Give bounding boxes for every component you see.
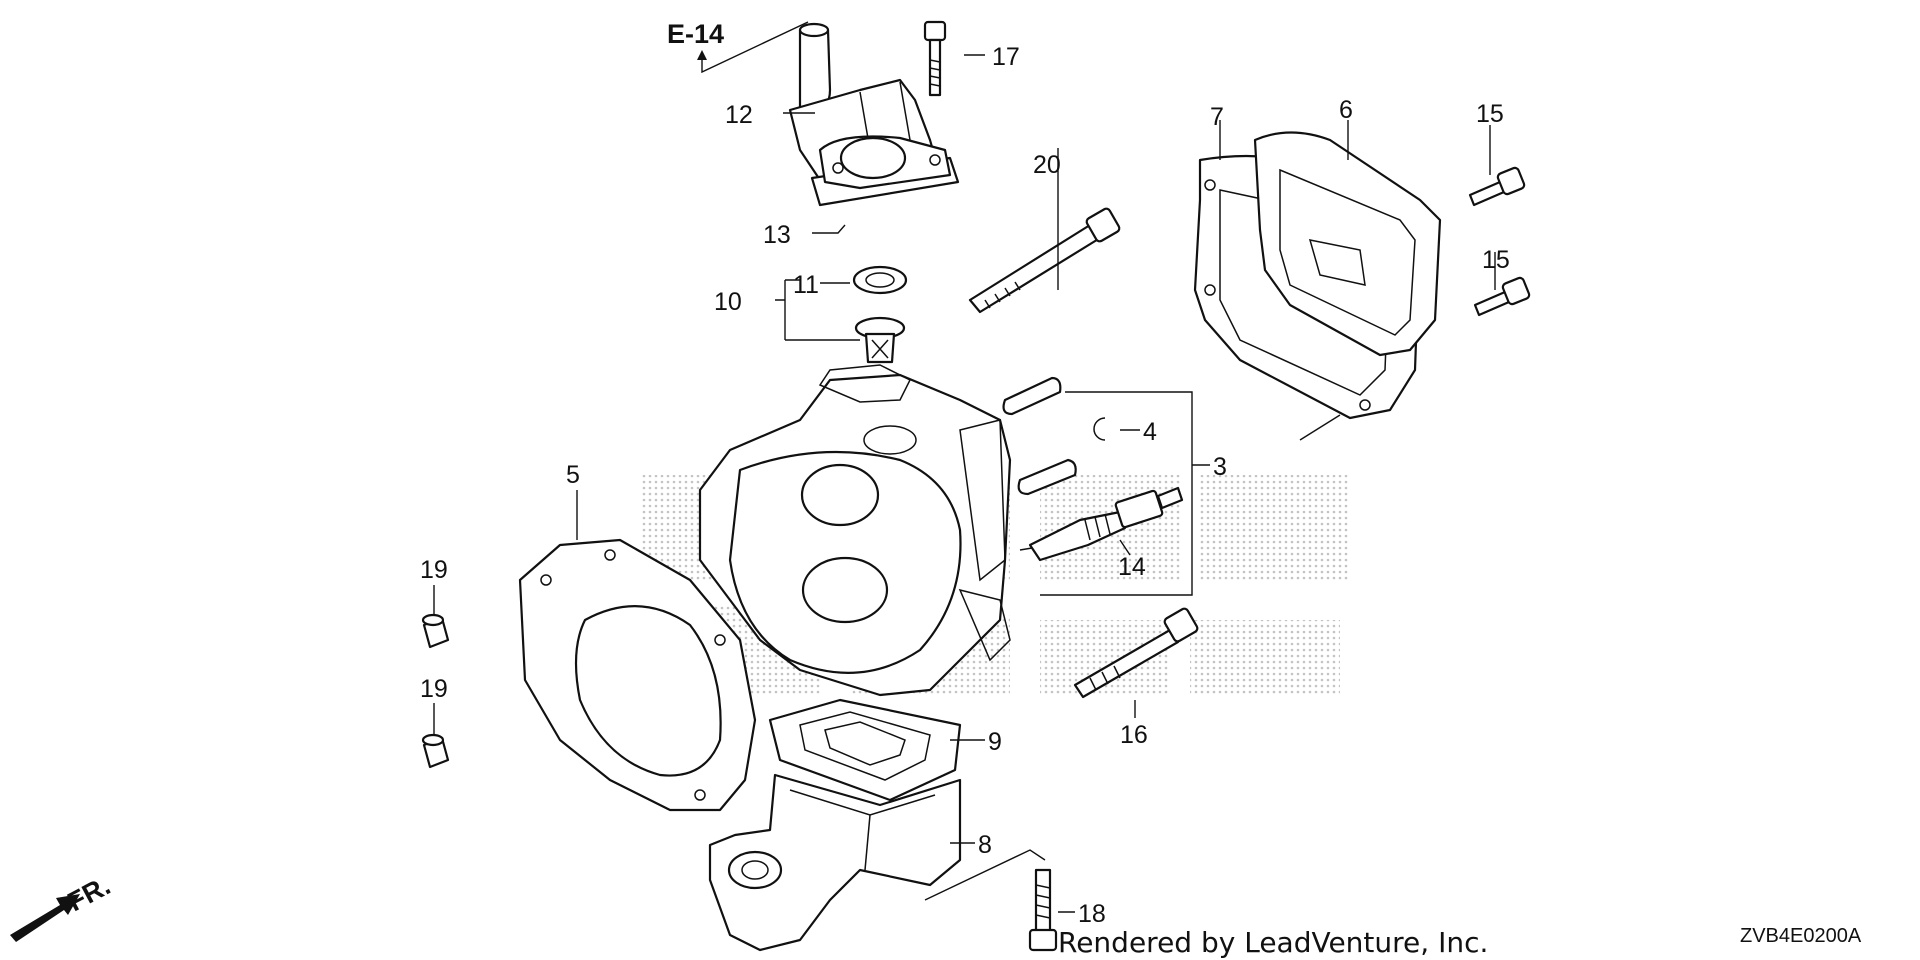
part-6-cylinder-head-cover[interactable] <box>1253 131 1442 357</box>
part-15-bolt-upper[interactable] <box>1468 166 1526 207</box>
part-13-thermostat-cover[interactable] <box>810 135 960 207</box>
cylinder-head[interactable] <box>698 364 1012 697</box>
callout-11[interactable]: 11 <box>793 271 819 299</box>
callout-19-upper[interactable]: 19 <box>420 556 448 584</box>
leader-lines <box>433 54 1496 913</box>
part-10-thermostat[interactable] <box>854 316 906 364</box>
callout-6[interactable]: 6 <box>1339 96 1353 124</box>
part-20-long-bolt[interactable] <box>968 207 1121 314</box>
callout-labels: 17 12 13 11 10 20 7 6 15 15 4 3 14 5 19 … <box>420 43 1510 928</box>
callout-18[interactable]: 18 <box>1078 900 1106 928</box>
part-8-exhaust-manifold[interactable] <box>708 773 962 952</box>
callout-13[interactable]: 13 <box>763 221 791 249</box>
part-3-valve-guide-upper[interactable] <box>1002 376 1062 416</box>
part-5-head-gasket[interactable] <box>518 538 757 812</box>
part-17-bolt[interactable] <box>923 20 947 97</box>
callout-20[interactable]: 20 <box>1033 151 1061 179</box>
callout-15-lower[interactable]: 15 <box>1482 246 1510 274</box>
callout-15-upper[interactable]: 15 <box>1476 100 1504 128</box>
part-11-seal[interactable] <box>852 265 908 295</box>
callout-4[interactable]: 4 <box>1143 418 1157 446</box>
front-indicator: FR. <box>10 870 115 942</box>
part-4-clip[interactable] <box>1093 417 1106 441</box>
callout-17[interactable]: 17 <box>992 43 1020 71</box>
render-credit: Rendered by LeadVenture, Inc. <box>1058 926 1488 959</box>
callout-12[interactable]: 12 <box>725 101 753 129</box>
part-16-bolt[interactable] <box>1073 607 1199 699</box>
reference-e14[interactable]: E-14 <box>667 19 809 74</box>
part-3-valve-guide-lower[interactable] <box>1017 458 1077 496</box>
callout-16[interactable]: 16 <box>1120 721 1148 749</box>
callout-10[interactable]: 10 <box>714 288 742 316</box>
callout-5[interactable]: 5 <box>566 461 580 489</box>
part-19-dowel-lower[interactable] <box>421 733 450 769</box>
part-18-bolt[interactable] <box>1028 868 1058 952</box>
svg-text:E-14: E-14 <box>667 19 724 49</box>
reference-leader <box>701 21 809 74</box>
part-19-dowel-upper[interactable] <box>421 613 450 649</box>
callout-9[interactable]: 9 <box>988 728 1002 756</box>
part-14-spark-plug[interactable] <box>1019 486 1184 562</box>
reference-arrow-icon <box>697 50 707 60</box>
callout-8[interactable]: 8 <box>978 831 992 859</box>
part-15-bolt-lower[interactable] <box>1473 276 1531 317</box>
callout-7[interactable]: 7 <box>1210 103 1224 131</box>
front-arrow-icon <box>10 894 80 942</box>
part-9-gasket[interactable] <box>768 698 962 802</box>
diagram-code: ZVB4E0200A <box>1740 925 1862 947</box>
callout-14[interactable]: 14 <box>1118 553 1146 581</box>
callout-3[interactable]: 3 <box>1213 453 1227 481</box>
callout-19-lower[interactable]: 19 <box>420 675 448 703</box>
